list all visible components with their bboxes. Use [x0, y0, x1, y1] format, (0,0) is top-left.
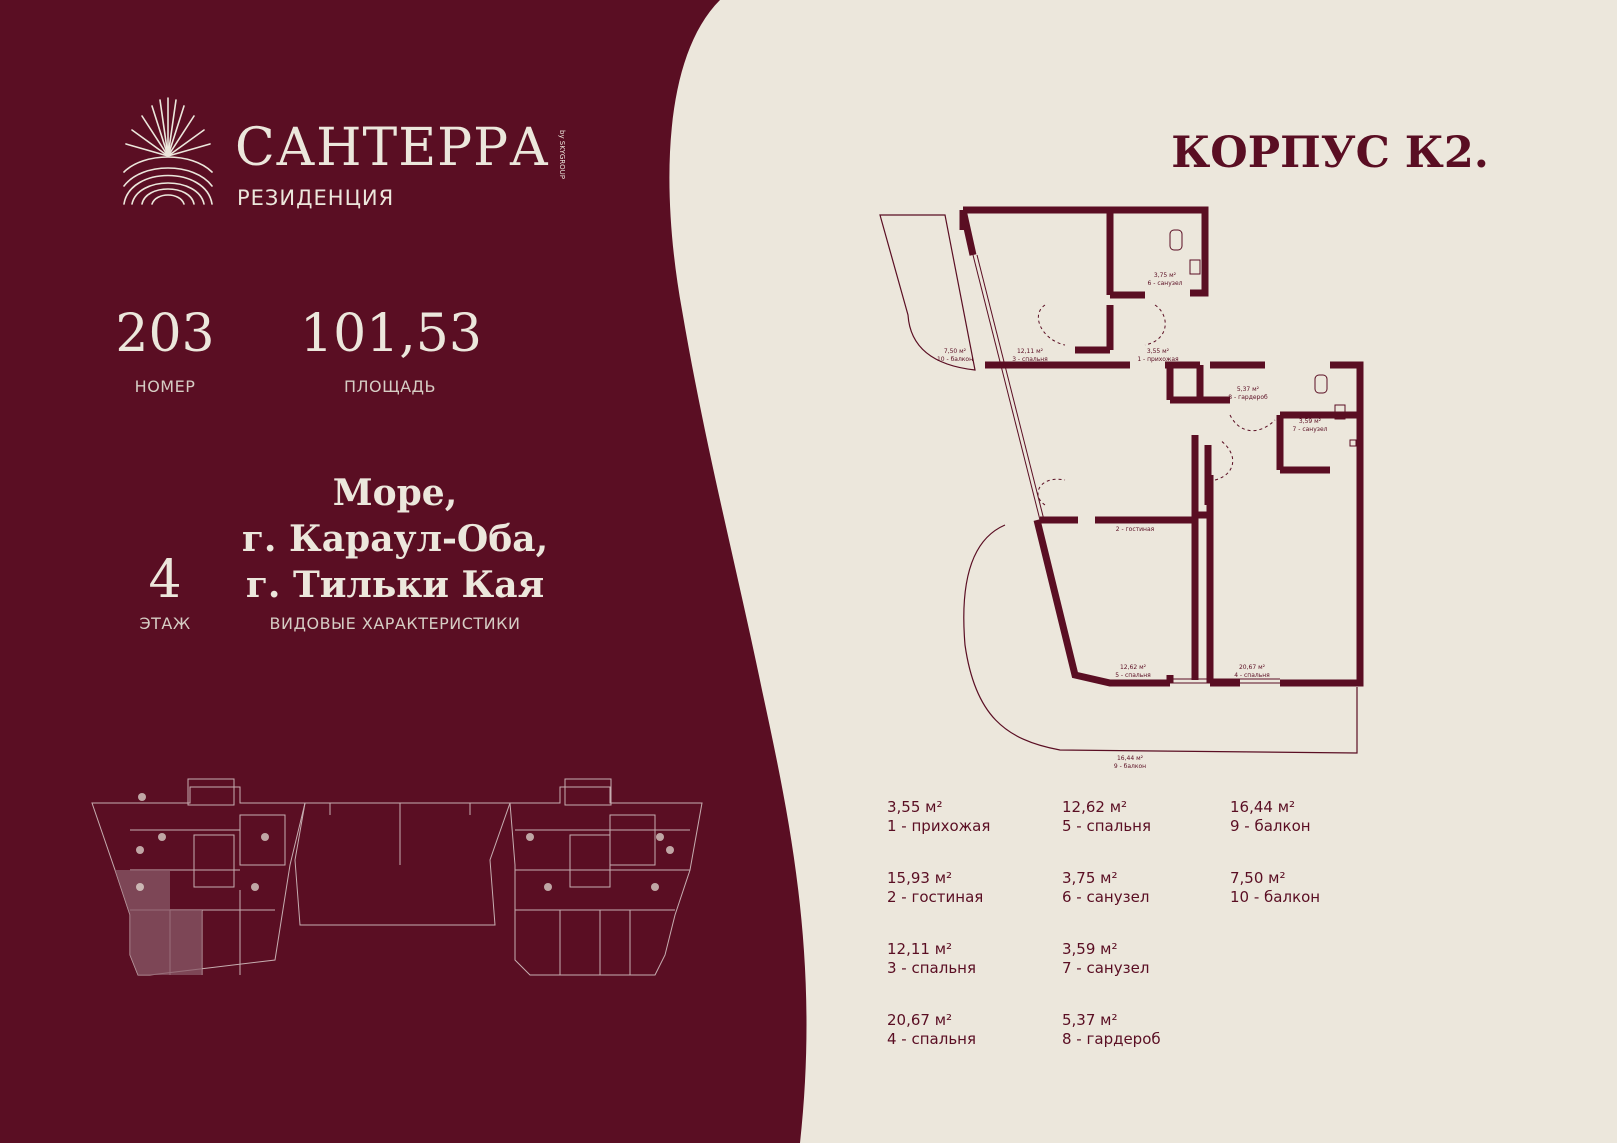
- view-line: Море,: [332, 472, 458, 514]
- apartment-number: 203: [115, 304, 215, 364]
- brand-subtitle: РЕЗИДЕНЦИЯ: [237, 186, 395, 210]
- floor-caption: ЭТАЖ: [139, 614, 191, 633]
- floor-overview-plan: [91, 778, 703, 976]
- views-caption: ВИДОВЫЕ ХАРАКТЕРИСТИКИ: [269, 614, 521, 633]
- floor-number: 4: [148, 550, 182, 610]
- apartment-area-caption: ПЛОЩАДЬ: [343, 377, 437, 396]
- highlighted-apartment: [115, 870, 202, 975]
- view-line: г. Тильки Кая: [245, 564, 545, 606]
- apartment-area: 101,53: [300, 304, 482, 364]
- building-title: КОРПУС К2.: [1171, 128, 1489, 178]
- view-line: г. Караул-Оба,: [241, 518, 549, 560]
- apartment-floor-plan: [879, 206, 1364, 754]
- sunburst-logo-icon: [123, 97, 213, 205]
- view-characteristics: Море, г. Караул-Оба, г. Тильки Кая: [240, 470, 550, 608]
- brand-by: by SKYGROUP: [558, 130, 566, 180]
- apartment-number-caption: НОМЕР: [134, 377, 196, 396]
- brand-name: САНТЕРРА: [235, 118, 550, 178]
